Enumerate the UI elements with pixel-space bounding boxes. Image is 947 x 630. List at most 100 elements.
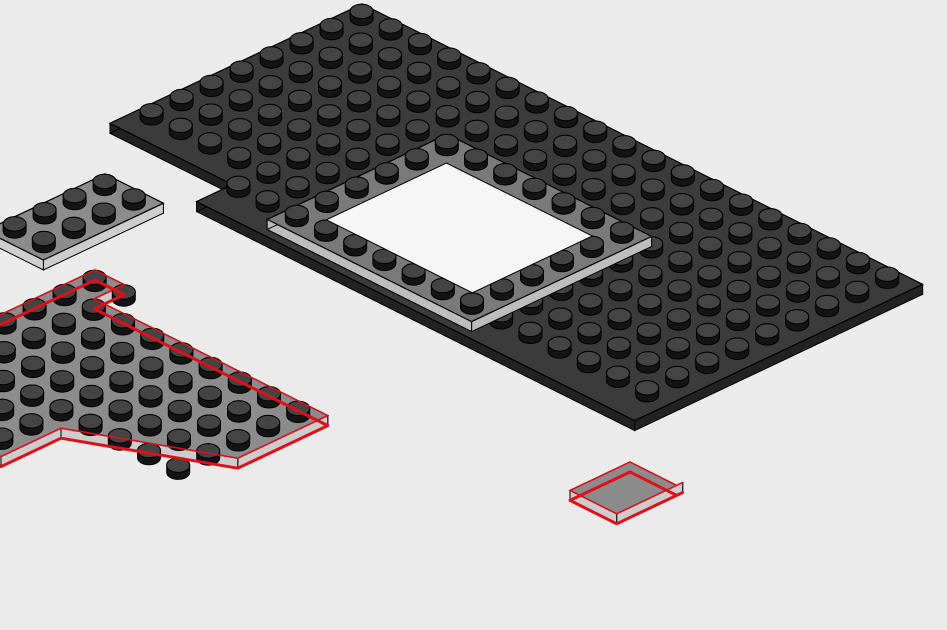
stud-top: [671, 165, 694, 179]
stud: [523, 178, 546, 199]
stud-top: [729, 223, 752, 237]
stud: [581, 207, 604, 228]
stud: [669, 251, 692, 272]
stud-top: [438, 48, 461, 62]
stud-top: [611, 222, 634, 236]
stud: [348, 91, 371, 112]
stud-top: [584, 121, 607, 135]
stud: [316, 162, 339, 183]
stud: [286, 177, 309, 198]
stud: [787, 252, 810, 273]
stud-top: [465, 149, 488, 163]
stud: [81, 357, 104, 378]
stud-top: [289, 61, 312, 75]
stud-top: [816, 295, 839, 309]
stud-top: [581, 207, 604, 221]
stud-top: [700, 208, 723, 222]
stud-top: [496, 77, 519, 91]
stud-top: [290, 33, 313, 47]
stud-top: [286, 177, 309, 191]
stud-top: [315, 191, 338, 205]
stud: [584, 121, 607, 142]
stud: [846, 281, 869, 302]
stud: [876, 267, 899, 288]
stud: [405, 149, 428, 170]
stud: [230, 61, 253, 82]
stud-top: [378, 76, 401, 90]
stud: [349, 33, 372, 54]
stud-top: [319, 76, 342, 90]
stud-top: [847, 252, 870, 266]
stud: [378, 76, 401, 97]
stud-top: [259, 76, 282, 90]
stud: [288, 119, 311, 140]
stud: [350, 4, 373, 25]
stud-top: [727, 280, 750, 294]
stud-top: [759, 209, 782, 223]
stud: [199, 133, 222, 154]
stud-top: [227, 430, 250, 444]
stud-top: [667, 309, 690, 323]
stud: [289, 61, 312, 82]
stud-top: [109, 400, 132, 414]
stud-top: [583, 150, 606, 164]
stud: [0, 428, 13, 449]
stud: [319, 47, 342, 68]
stud: [318, 105, 341, 126]
stud: [0, 399, 14, 420]
stud: [259, 104, 282, 125]
stud-top: [80, 385, 103, 399]
stud-top: [62, 217, 85, 231]
stud: [639, 265, 662, 286]
stud: [757, 266, 780, 287]
stud-top: [437, 77, 460, 91]
stud: [438, 48, 461, 69]
stud: [524, 149, 547, 170]
stud: [285, 205, 308, 226]
stud: [671, 165, 694, 186]
stud: [700, 208, 723, 229]
stud: [759, 209, 782, 230]
stud-top: [666, 366, 689, 380]
stud: [320, 18, 343, 39]
stud-top: [553, 164, 576, 178]
stud-top: [612, 164, 635, 178]
stud-top: [200, 75, 223, 89]
stud: [199, 104, 222, 125]
stud: [317, 134, 340, 155]
stud-top: [199, 133, 222, 147]
stud-top: [198, 386, 221, 400]
stud: [519, 322, 542, 343]
stud: [607, 366, 630, 387]
stud: [847, 252, 870, 273]
stud-top: [108, 429, 131, 443]
stud-top: [32, 231, 55, 245]
stud-top: [138, 415, 161, 429]
stud: [259, 76, 282, 97]
stud-top: [607, 337, 630, 351]
stud: [22, 356, 45, 377]
stud-top: [317, 134, 340, 148]
stud: [699, 237, 722, 258]
stud: [228, 147, 251, 168]
stud: [579, 294, 602, 315]
stud: [552, 193, 575, 214]
stud: [167, 458, 190, 479]
stud-top: [198, 415, 221, 429]
stud-top: [577, 351, 600, 365]
stud: [435, 134, 458, 155]
stud-top: [169, 372, 192, 386]
stud: [611, 222, 634, 243]
stud: [671, 194, 694, 215]
stud: [554, 135, 577, 156]
stud-top: [525, 92, 548, 106]
stud: [408, 62, 431, 83]
stud-top: [637, 323, 660, 337]
stud-top: [379, 48, 402, 62]
stud: [667, 309, 690, 330]
stud-top: [817, 238, 840, 252]
stud: [82, 328, 105, 349]
stud: [198, 386, 221, 407]
stud: [168, 400, 191, 421]
